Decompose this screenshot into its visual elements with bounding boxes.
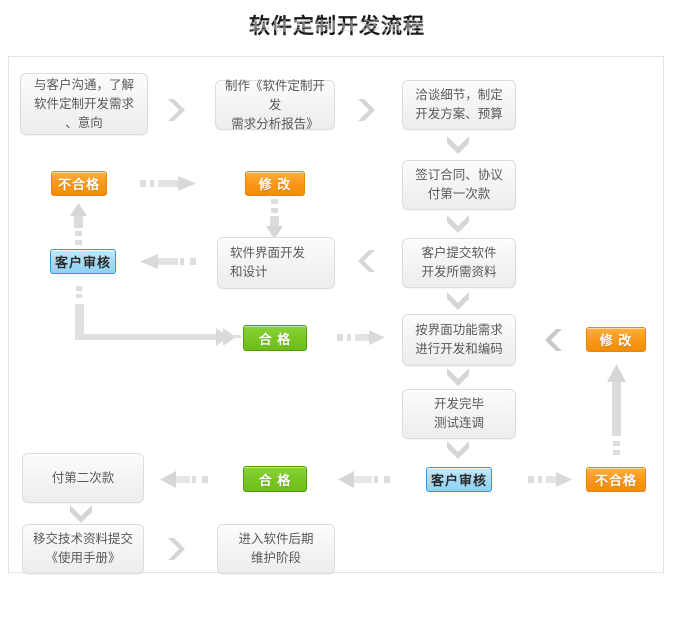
badge-review-bottom[interactable]: 客户审核: [426, 467, 492, 492]
badge-fail-top[interactable]: 不合格: [51, 171, 107, 196]
node-n2-line-0: 制作《软件定制开发: [224, 78, 325, 112]
node-n1-line-2: 、意向: [65, 115, 103, 130]
node-n9[interactable]: 付第二次款: [22, 453, 144, 503]
node-n7-line-1: 进行开发和编码: [415, 342, 503, 356]
badge-modify-top[interactable]: 修 改: [245, 171, 305, 196]
badge-review-top[interactable]: 客户审核: [50, 249, 116, 274]
node-n4[interactable]: 签订合同、协议 付第一次款: [402, 160, 516, 210]
node-n10-line-1: 《使用手册》: [45, 551, 121, 565]
badge-fail-bottom[interactable]: 不合格: [586, 467, 646, 492]
node-n9-line-0: 付第二次款: [51, 470, 115, 485]
node-n5-line-1: 开发所需资料: [421, 265, 497, 279]
badge-pass-mid[interactable]: 合 格: [243, 325, 307, 351]
node-n11-line-1: 维护阶段: [250, 551, 301, 565]
node-n11-line-0: 进入软件后期: [238, 532, 314, 546]
node-n8-line-0: 开发完毕: [433, 397, 484, 411]
node-n2[interactable]: 制作《软件定制开发 需求分析报告》: [215, 78, 335, 131]
page-title: 软件定制开发流程: [249, 15, 425, 38]
node-n4-line-1: 付第一次款: [427, 187, 491, 201]
node-n2-line-1: 需求分析报告》: [231, 116, 319, 131]
node-n10-line-0: 移交技术资料提交: [32, 532, 133, 546]
node-n5-line-0: 客户提交软件: [421, 246, 497, 260]
node-n1[interactable]: 与客户沟通，了解 软件定制开发需求 、意向: [20, 73, 148, 135]
node-n3-line-0: 洽谈细节，制定: [415, 88, 503, 102]
node-n1-line-1: 软件定制开发需求: [33, 96, 134, 111]
node-n5[interactable]: 客户提交软件 开发所需资料: [402, 238, 516, 288]
node-n8[interactable]: 开发完毕 测试连调: [402, 389, 516, 439]
node-n1-line-0: 与客户沟通，了解: [33, 77, 134, 92]
node-n3[interactable]: 洽谈细节，制定 开发方案、预算: [402, 80, 516, 130]
node-n4-line-0: 签订合同、协议: [415, 168, 503, 182]
badge-modify-right[interactable]: 修 改: [586, 327, 646, 352]
node-n6-line-0: 软件界面开发: [230, 246, 306, 260]
node-n3-line-1: 开发方案、预算: [415, 107, 503, 121]
badge-pass-bottom[interactable]: 合 格: [243, 466, 307, 492]
node-n6[interactable]: 软件界面开发 和设计: [217, 237, 335, 289]
node-n7-line-0: 按界面功能需求: [415, 323, 503, 337]
node-n6-line-1: 和设计: [230, 265, 268, 279]
node-n11[interactable]: 进入软件后期 维护阶段: [217, 524, 335, 574]
node-n8-line-1: 测试连调: [433, 416, 484, 430]
node-n7[interactable]: 按界面功能需求 进行开发和编码: [402, 314, 516, 366]
node-n10[interactable]: 移交技术资料提交 《使用手册》: [22, 524, 144, 574]
